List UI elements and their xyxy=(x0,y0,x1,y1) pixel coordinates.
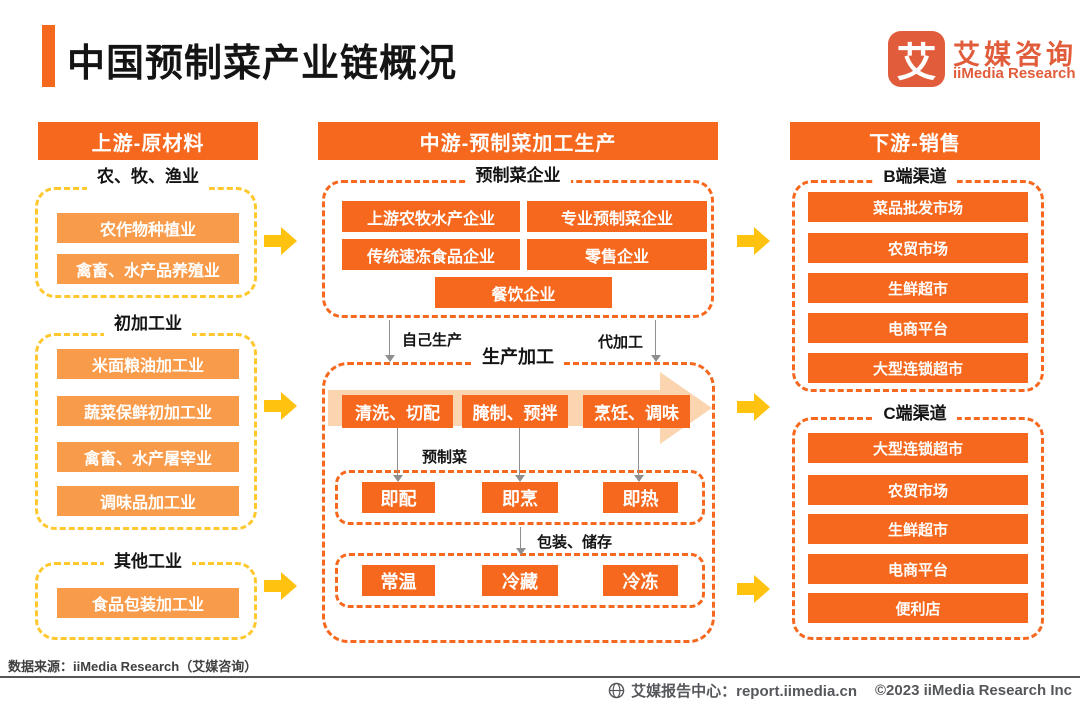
process-step: 清洗、切配 xyxy=(342,395,453,428)
connector-line xyxy=(638,428,639,476)
process-step: 烹饪、调味 xyxy=(583,395,690,428)
connector-arrowhead xyxy=(516,548,526,555)
downstream-item: 便利店 xyxy=(808,593,1028,623)
upstream-item: 蔬菜保鲜初加工业 xyxy=(57,396,239,426)
midstream-header: 中游-预制菜加工生产 xyxy=(318,122,718,160)
storage-type: 常温 xyxy=(362,565,435,596)
ready-type: 即烹 xyxy=(482,482,558,513)
globe-icon xyxy=(608,682,625,699)
connector-line xyxy=(519,428,520,476)
connector-line xyxy=(397,428,398,476)
iimedia-logo-icon: 艾 xyxy=(888,31,945,87)
data-source-note: 数据来源：iiMedia Research（艾媒咨询） xyxy=(8,659,258,674)
flow-arrow-icon xyxy=(737,226,771,256)
flow-arrow-icon xyxy=(264,226,298,256)
output-label: 预制菜 xyxy=(422,449,468,466)
upstream-item: 食品包装加工业 xyxy=(57,588,239,618)
enterprise-item: 零售企业 xyxy=(527,239,707,270)
production-group-label: 生产加工 xyxy=(318,344,718,372)
upstream-group-label: 初加工业 xyxy=(38,311,258,338)
logo-name-cn: 艾媒咨询 xyxy=(953,40,1077,70)
enterprise-item: 上游农牧水产企业 xyxy=(342,201,520,232)
connector-line xyxy=(520,527,521,549)
connector-arrowhead xyxy=(634,475,644,482)
connector-arrowhead xyxy=(651,355,661,362)
downstream-item: 生鲜超市 xyxy=(808,273,1028,303)
enterprise-item: 传统速冻食品企业 xyxy=(342,239,520,270)
footer-divider xyxy=(0,676,1080,678)
connector-line xyxy=(389,320,390,356)
downstream-item: 电商平台 xyxy=(808,313,1028,343)
downstream-group-label: B端渠道 xyxy=(790,164,1040,191)
connector-line xyxy=(655,320,656,356)
flow-arrow-icon xyxy=(737,574,771,604)
downstream-item: 生鲜超市 xyxy=(808,514,1028,544)
upstream-item: 调味品加工业 xyxy=(57,486,239,516)
connector-arrowhead xyxy=(385,355,395,362)
packaging-label: 包装、储存 xyxy=(537,534,613,551)
upstream-item: 农作物种植业 xyxy=(57,213,239,243)
title-accent-bar xyxy=(42,25,55,87)
downstream-item: 电商平台 xyxy=(808,554,1028,584)
page-title: 中国预制菜产业链概况 xyxy=(67,43,458,85)
process-step: 腌制、预拌 xyxy=(462,395,568,428)
downstream-item: 大型连锁超市 xyxy=(808,353,1028,383)
connector-arrowhead xyxy=(515,475,525,482)
ready-types-box xyxy=(335,470,705,525)
downstream-header: 下游-销售 xyxy=(790,122,1040,160)
enterprise-group-label: 预制菜企业 xyxy=(318,163,718,190)
storage-type: 冷冻 xyxy=(603,565,678,596)
upstream-group-label: 其他工业 xyxy=(38,549,258,576)
flow-arrow-icon xyxy=(264,391,298,421)
enterprise-item: 餐饮企业 xyxy=(435,277,612,308)
upstream-group-label: 农、牧、渔业 xyxy=(38,164,258,191)
connector-arrowhead xyxy=(393,475,403,482)
downstream-group-label: C端渠道 xyxy=(790,401,1040,428)
storage-type: 冷藏 xyxy=(482,565,558,596)
upstream-item: 禽畜、水产品养殖业 xyxy=(57,254,239,284)
footer-credits: 艾媒报告中心：report.iimedia.cn ©2023 iiMedia R… xyxy=(608,680,1072,701)
branch-label-oem: 代加工 xyxy=(598,334,644,351)
ready-type: 即热 xyxy=(603,482,678,513)
logo-name-en: iiMedia Research xyxy=(953,65,1076,82)
downstream-item: 大型连锁超市 xyxy=(808,433,1028,463)
logo-glyph: 艾 xyxy=(896,41,937,85)
flow-arrow-icon xyxy=(737,392,771,422)
ready-type: 即配 xyxy=(362,482,435,513)
downstream-item: 农贸市场 xyxy=(808,233,1028,263)
downstream-item: 农贸市场 xyxy=(808,475,1028,505)
copyright-text: ©2023 iiMedia Research Inc xyxy=(875,682,1072,699)
upstream-header: 上游-原材料 xyxy=(38,122,258,160)
branch-label-self-produce: 自己生产 xyxy=(402,332,463,349)
downstream-item: 菜品批发市场 xyxy=(808,192,1028,222)
upstream-item: 禽畜、水产屠宰业 xyxy=(57,442,239,472)
report-center-text: 艾媒报告中心：report.iimedia.cn xyxy=(631,683,857,700)
enterprise-item: 专业预制菜企业 xyxy=(527,201,707,232)
flow-arrow-icon xyxy=(264,571,298,601)
upstream-item: 米面粮油加工业 xyxy=(57,349,239,379)
